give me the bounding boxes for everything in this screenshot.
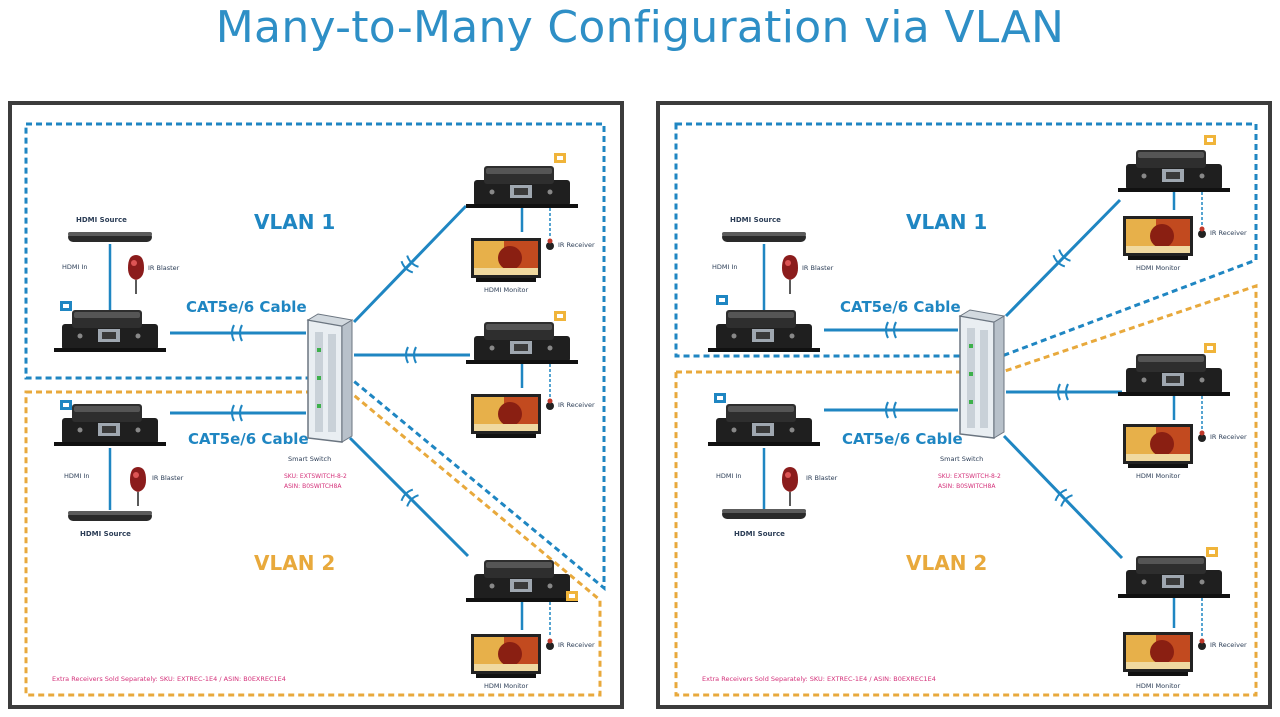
tx-tag-top xyxy=(716,295,728,305)
ir-receiver-label-1: IR Receiver xyxy=(1210,229,1247,237)
monitor-2 xyxy=(471,394,541,438)
monitor-label-3: HDMI Monitor xyxy=(484,682,529,690)
cable-label-bottom: CAT5e/6 Cable xyxy=(842,430,963,448)
hdmi-source-top xyxy=(68,232,152,242)
tx-tag-bottom xyxy=(714,393,726,403)
switch-name: Smart Switch xyxy=(288,455,331,463)
smart-switch xyxy=(307,313,353,443)
ir-receiver-label-2: IR Receiver xyxy=(558,401,595,409)
footer-note: Extra Receivers Sold Separately: SKU: EX… xyxy=(702,675,936,683)
switch-sku: SKU: EXTSWITCH-8-2 xyxy=(284,473,347,480)
panel-1: VLAN 1 VLAN 2 HDMI Source HDMI In IR Bla… xyxy=(8,101,624,709)
hdmi-source-top xyxy=(722,232,806,242)
vlan1-boundary xyxy=(24,122,606,592)
hdmi-in-label-top: HDMI In xyxy=(62,263,88,271)
hdmi-source-label-top: HDMI Source xyxy=(730,216,781,224)
vlan1-label: VLAN 1 xyxy=(906,210,987,234)
tx-tag-top xyxy=(60,301,72,311)
hdmi-source-label-bottom: HDMI Source xyxy=(80,530,131,538)
monitor-label-3: HDMI Monitor xyxy=(1136,682,1181,690)
hdmi-source-label-bottom: HDMI Source xyxy=(734,530,785,538)
hdmi-in-label-bottom: HDMI In xyxy=(64,472,90,480)
ir-receiver-label-3: IR Receiver xyxy=(558,641,595,649)
cable-label-top: CAT5e/6 Cable xyxy=(840,298,961,316)
vlan2-boundary xyxy=(24,390,602,697)
switch-asin: ASIN: B0SWITCH8A xyxy=(938,483,996,490)
hdmi-source-bottom xyxy=(722,509,806,519)
monitor-3 xyxy=(1123,632,1193,676)
monitor-label-2: HDMI Monitor xyxy=(1136,472,1181,480)
monitor-1 xyxy=(1123,216,1193,260)
switch-asin: ASIN: B0SWITCH8A xyxy=(284,483,342,490)
monitor-1 xyxy=(471,238,541,282)
ir-receiver-label-3: IR Receiver xyxy=(1210,641,1247,649)
vlan2-label: VLAN 2 xyxy=(254,551,335,575)
vlan1-boundary xyxy=(674,122,1258,358)
monitor-label-1: HDMI Monitor xyxy=(1136,264,1181,272)
vlan2-label: VLAN 2 xyxy=(906,551,987,575)
hdmi-source-label-top: HDMI Source xyxy=(76,216,127,224)
tx-tag-bottom xyxy=(60,400,72,410)
hdmi-source-bottom xyxy=(68,511,152,521)
page-title: Many-to-Many Configuration via VLAN xyxy=(215,2,1065,53)
hdmi-in-label-top: HDMI In xyxy=(712,263,738,271)
switch-name: Smart Switch xyxy=(940,455,983,463)
smart-switch xyxy=(959,309,1005,439)
hdmi-in-label-bottom: HDMI In xyxy=(716,472,742,480)
ir-blaster-label-top: IR Blaster xyxy=(802,264,834,272)
ir-blaster-label-bottom: IR Blaster xyxy=(152,474,184,482)
panel-2: VLAN 1 VLAN 2 HDMI Source HDMI In IR Bla… xyxy=(656,101,1272,709)
monitor-3 xyxy=(471,634,541,678)
vlan2-boundary xyxy=(674,283,1258,697)
vlan1-label: VLAN 1 xyxy=(254,210,335,234)
cable-label-top: CAT5e/6 Cable xyxy=(186,298,307,316)
monitor-label-1: HDMI Monitor xyxy=(484,286,529,294)
ir-receiver-label-1: IR Receiver xyxy=(558,241,595,249)
ir-blaster-label-top: IR Blaster xyxy=(148,264,180,272)
ir-blaster-label-bottom: IR Blaster xyxy=(806,474,838,482)
monitor-2 xyxy=(1123,424,1193,468)
footer-note: Extra Receivers Sold Separately: SKU: EX… xyxy=(52,675,286,683)
cable-label-bottom: CAT5e/6 Cable xyxy=(188,430,309,448)
switch-sku: SKU: EXTSWITCH-8-2 xyxy=(938,473,1001,480)
ir-receiver-label-2: IR Receiver xyxy=(1210,433,1247,441)
